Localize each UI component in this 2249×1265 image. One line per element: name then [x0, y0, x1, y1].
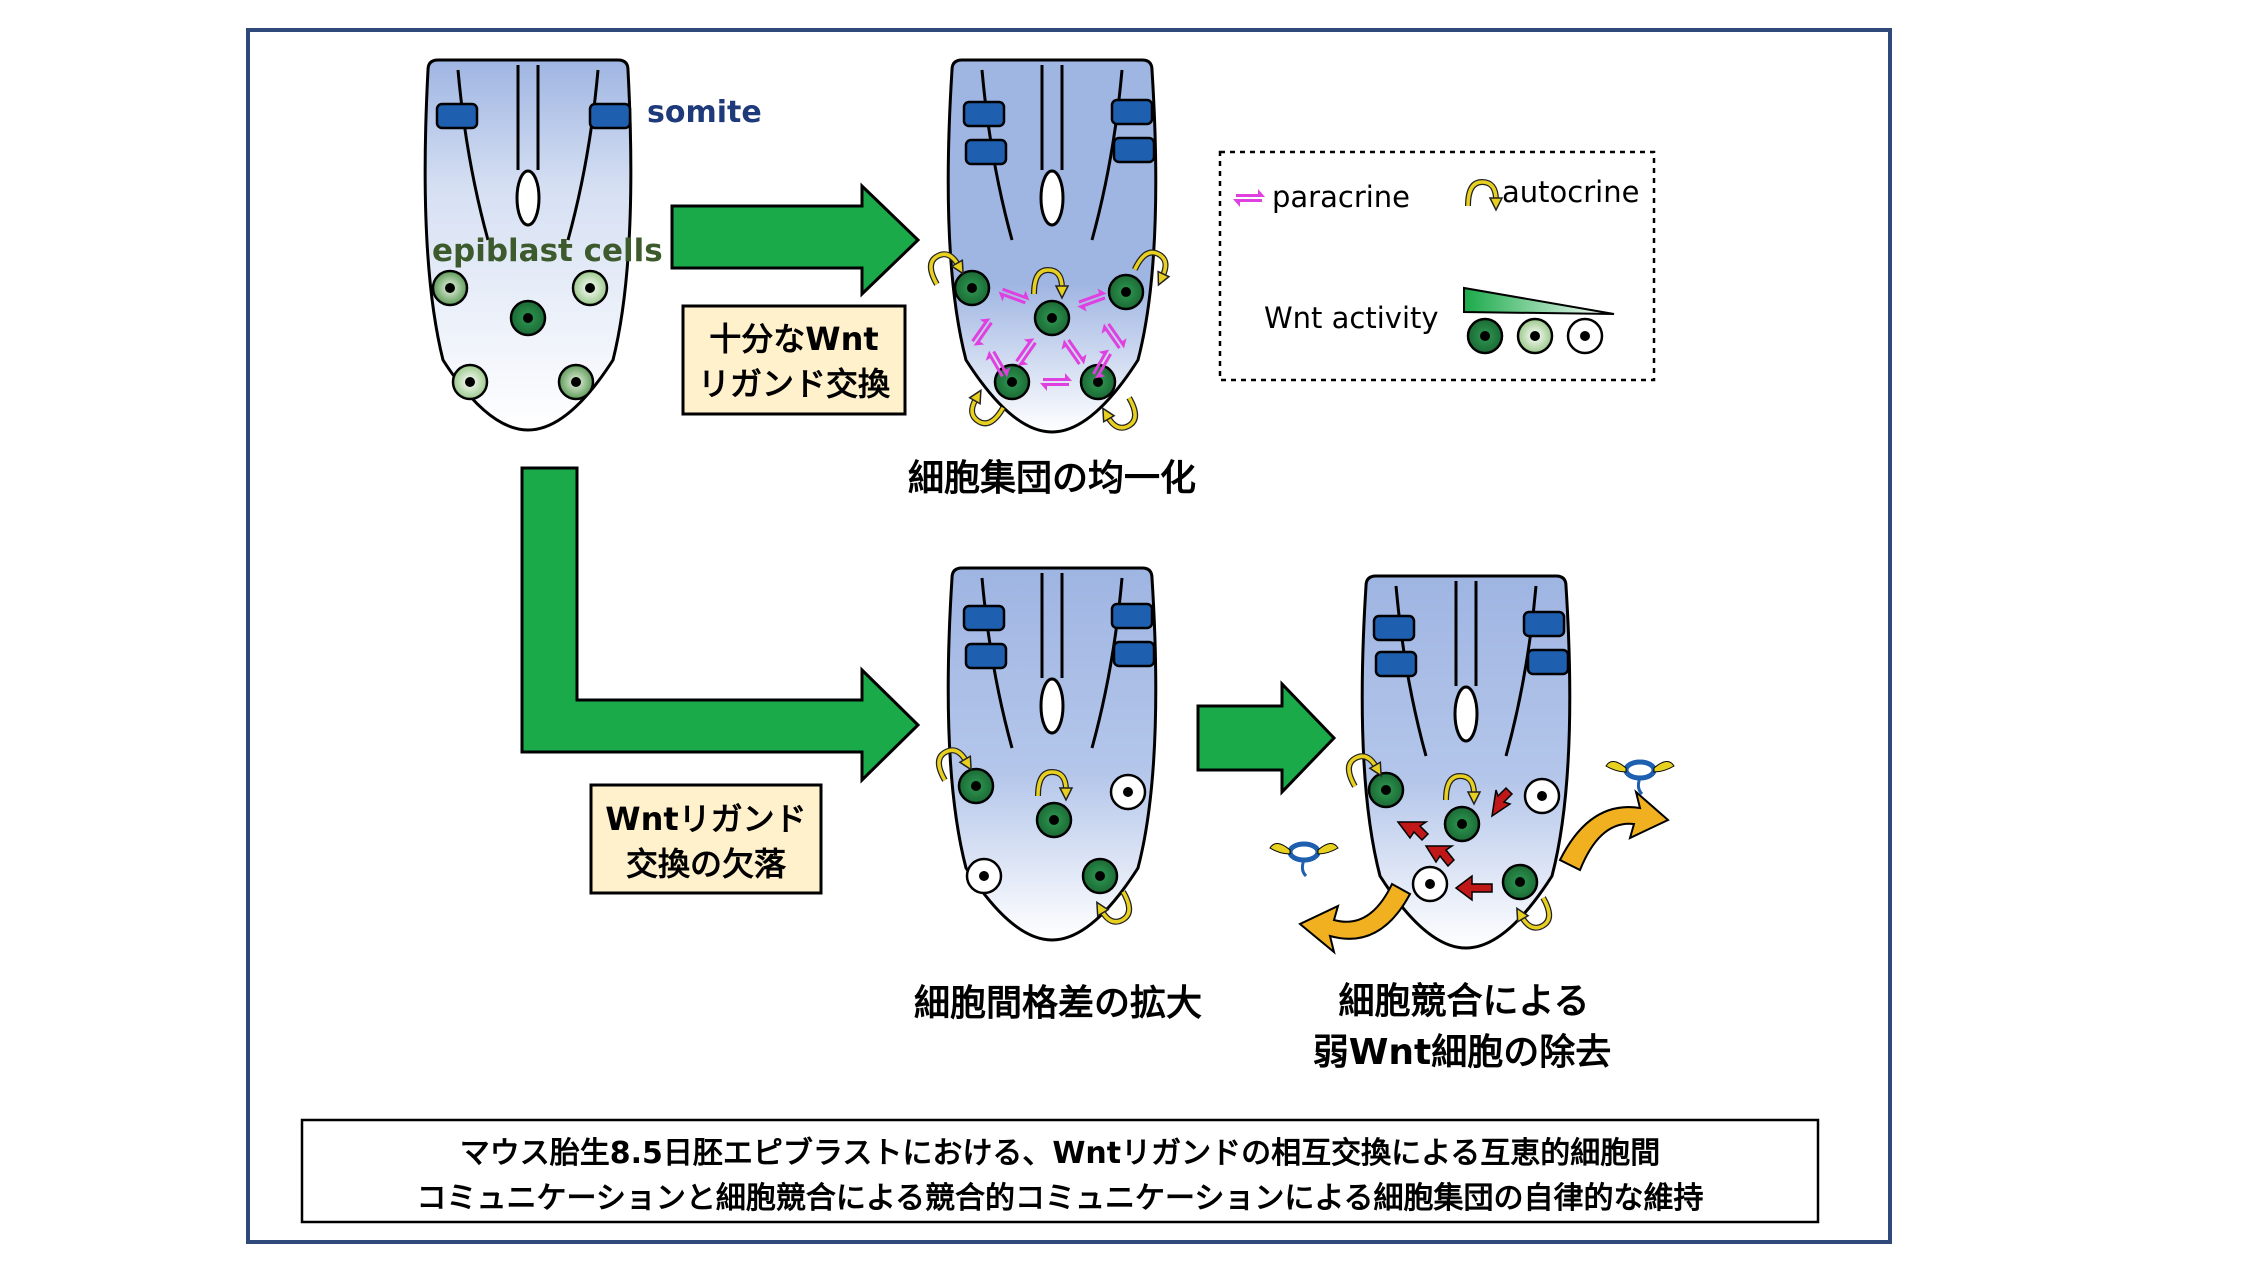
- arrow-lacking-exchange: [520, 466, 921, 784]
- caption-line2: コミュニケーションと細胞競合による競合的コミュニケーションによる細胞集団の自律的…: [417, 1181, 1704, 1216]
- label-box-lacking: [589, 783, 823, 895]
- label-sufficient-line2: リガンド交換: [698, 365, 891, 403]
- arrow-sufficient-exchange: [670, 182, 921, 298]
- label-somite: somite: [647, 95, 762, 130]
- legend-cell-low: [1566, 317, 1604, 355]
- arrow-competition: [1196, 680, 1337, 796]
- embryo-homogenized: [925, 58, 1176, 436]
- legend-wnt-activity: Wnt activity: [1264, 301, 1439, 335]
- eliminated-cell-icon-left: [1269, 841, 1339, 878]
- expel-arrow-right: [1558, 789, 1670, 872]
- result-competition-line1: 細胞競合による: [1339, 981, 1590, 1022]
- caption-box: [300, 1118, 1820, 1224]
- result-homogenize: 細胞集団の均一化: [908, 458, 1196, 499]
- competition-arrows: [1396, 786, 1514, 902]
- label-lacking-line1: Wntリガンド: [605, 800, 806, 838]
- result-disparity: 細胞間格差の拡大: [914, 983, 1202, 1024]
- embryo-competition: [1343, 574, 1572, 950]
- embryo-initial: [423, 58, 633, 432]
- embryo-disparity: [933, 566, 1158, 942]
- legend: paracrine autocrine Wnt activity: [1218, 150, 1656, 382]
- legend-cell-high: [1466, 317, 1504, 355]
- label-sufficient-line1: 十分なWnt: [709, 320, 878, 358]
- legend-cell-mid: [1516, 317, 1554, 355]
- figure-frame: [246, 28, 1892, 1244]
- label-lacking-line2: 交換の欠落: [626, 845, 787, 883]
- wnt-gradient-wedge: [1463, 286, 1615, 315]
- expel-arrow-left: [1298, 882, 1412, 955]
- label-box-sufficient: [681, 304, 907, 416]
- caption-line1: マウス胎生8.5日胚エピブラストにおける、Wntリガンドの相互交換による互恵的細…: [460, 1136, 1660, 1171]
- label-epiblast-cells: epiblast cells: [432, 233, 663, 269]
- eliminated-cell-icon-right: [1605, 759, 1675, 796]
- legend-autocrine: autocrine: [1502, 175, 1639, 209]
- result-competition-line2: 弱Wnt細胞の除去: [1313, 1032, 1612, 1073]
- legend-paracrine: paracrine: [1272, 180, 1410, 214]
